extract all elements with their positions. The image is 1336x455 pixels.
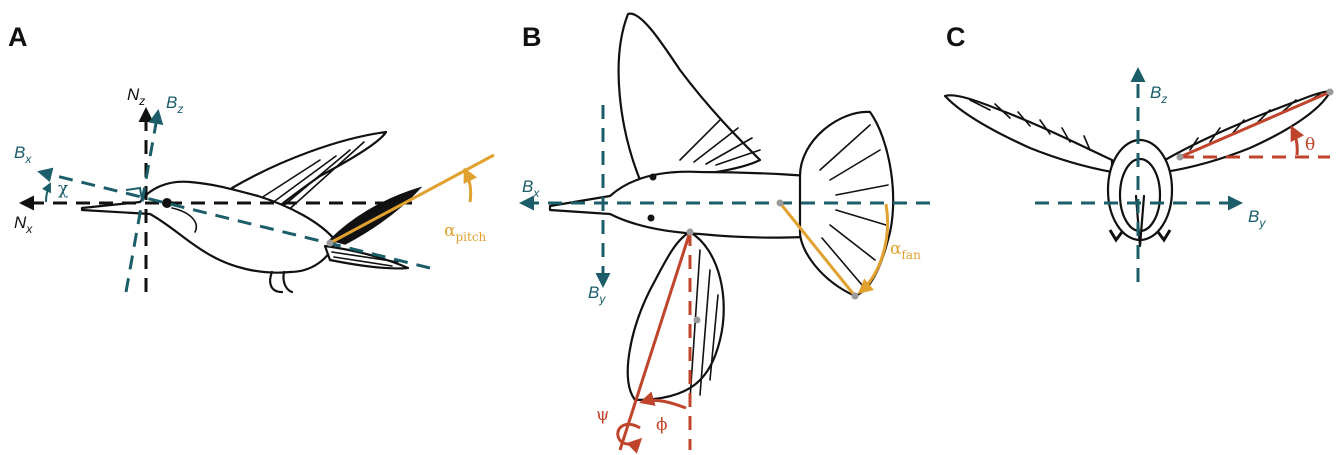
pitch-pivot-point bbox=[327, 240, 334, 247]
wing-tip-point bbox=[1327, 89, 1334, 96]
pitch-angle-arc bbox=[465, 170, 471, 202]
label-theta: θ bbox=[1305, 135, 1315, 155]
wing-root-point bbox=[1177, 154, 1184, 161]
hummingbird-top-view bbox=[550, 14, 893, 400]
label-alpha-fan: αfan bbox=[890, 239, 921, 262]
label-by: By bbox=[588, 283, 606, 306]
panel-c: C Bz By θ bbox=[945, 22, 1334, 282]
label-phi: ϕ bbox=[656, 415, 668, 435]
label-psi: ψ bbox=[596, 405, 609, 425]
fan-tip-point bbox=[852, 293, 859, 300]
label-nz: Nz bbox=[127, 85, 145, 108]
eye-icon bbox=[650, 174, 657, 181]
wing-mid-point bbox=[694, 317, 701, 324]
label-bz: Bz bbox=[1150, 83, 1167, 106]
panel-b: B bbox=[522, 14, 930, 450]
panel-a: A bbox=[8, 22, 494, 292]
label-alpha-pitch: αpitch bbox=[444, 221, 487, 244]
upper-wing bbox=[619, 14, 760, 180]
label-bz: Bz bbox=[166, 93, 183, 116]
panel-c-letter: C bbox=[946, 22, 966, 52]
hummingbird-side-view bbox=[82, 132, 420, 292]
label-chi: χ bbox=[58, 179, 68, 199]
label-by: By bbox=[1248, 207, 1266, 230]
panel-b-letter: B bbox=[522, 22, 542, 52]
panel-a-letter: A bbox=[8, 22, 28, 52]
chi-arc bbox=[46, 184, 50, 202]
theta-arc bbox=[1292, 128, 1297, 155]
label-bx: Bx bbox=[14, 143, 32, 166]
wing-root-point bbox=[687, 229, 694, 236]
psi-rotation-arrow bbox=[618, 424, 640, 444]
fan-pivot-point bbox=[777, 200, 784, 207]
left-wing bbox=[945, 95, 1112, 172]
eye-icon bbox=[648, 215, 655, 222]
label-bx: Bx bbox=[522, 177, 540, 200]
lower-wing bbox=[628, 232, 724, 400]
phi-arc bbox=[642, 400, 686, 408]
label-nx: Nx bbox=[14, 213, 33, 236]
